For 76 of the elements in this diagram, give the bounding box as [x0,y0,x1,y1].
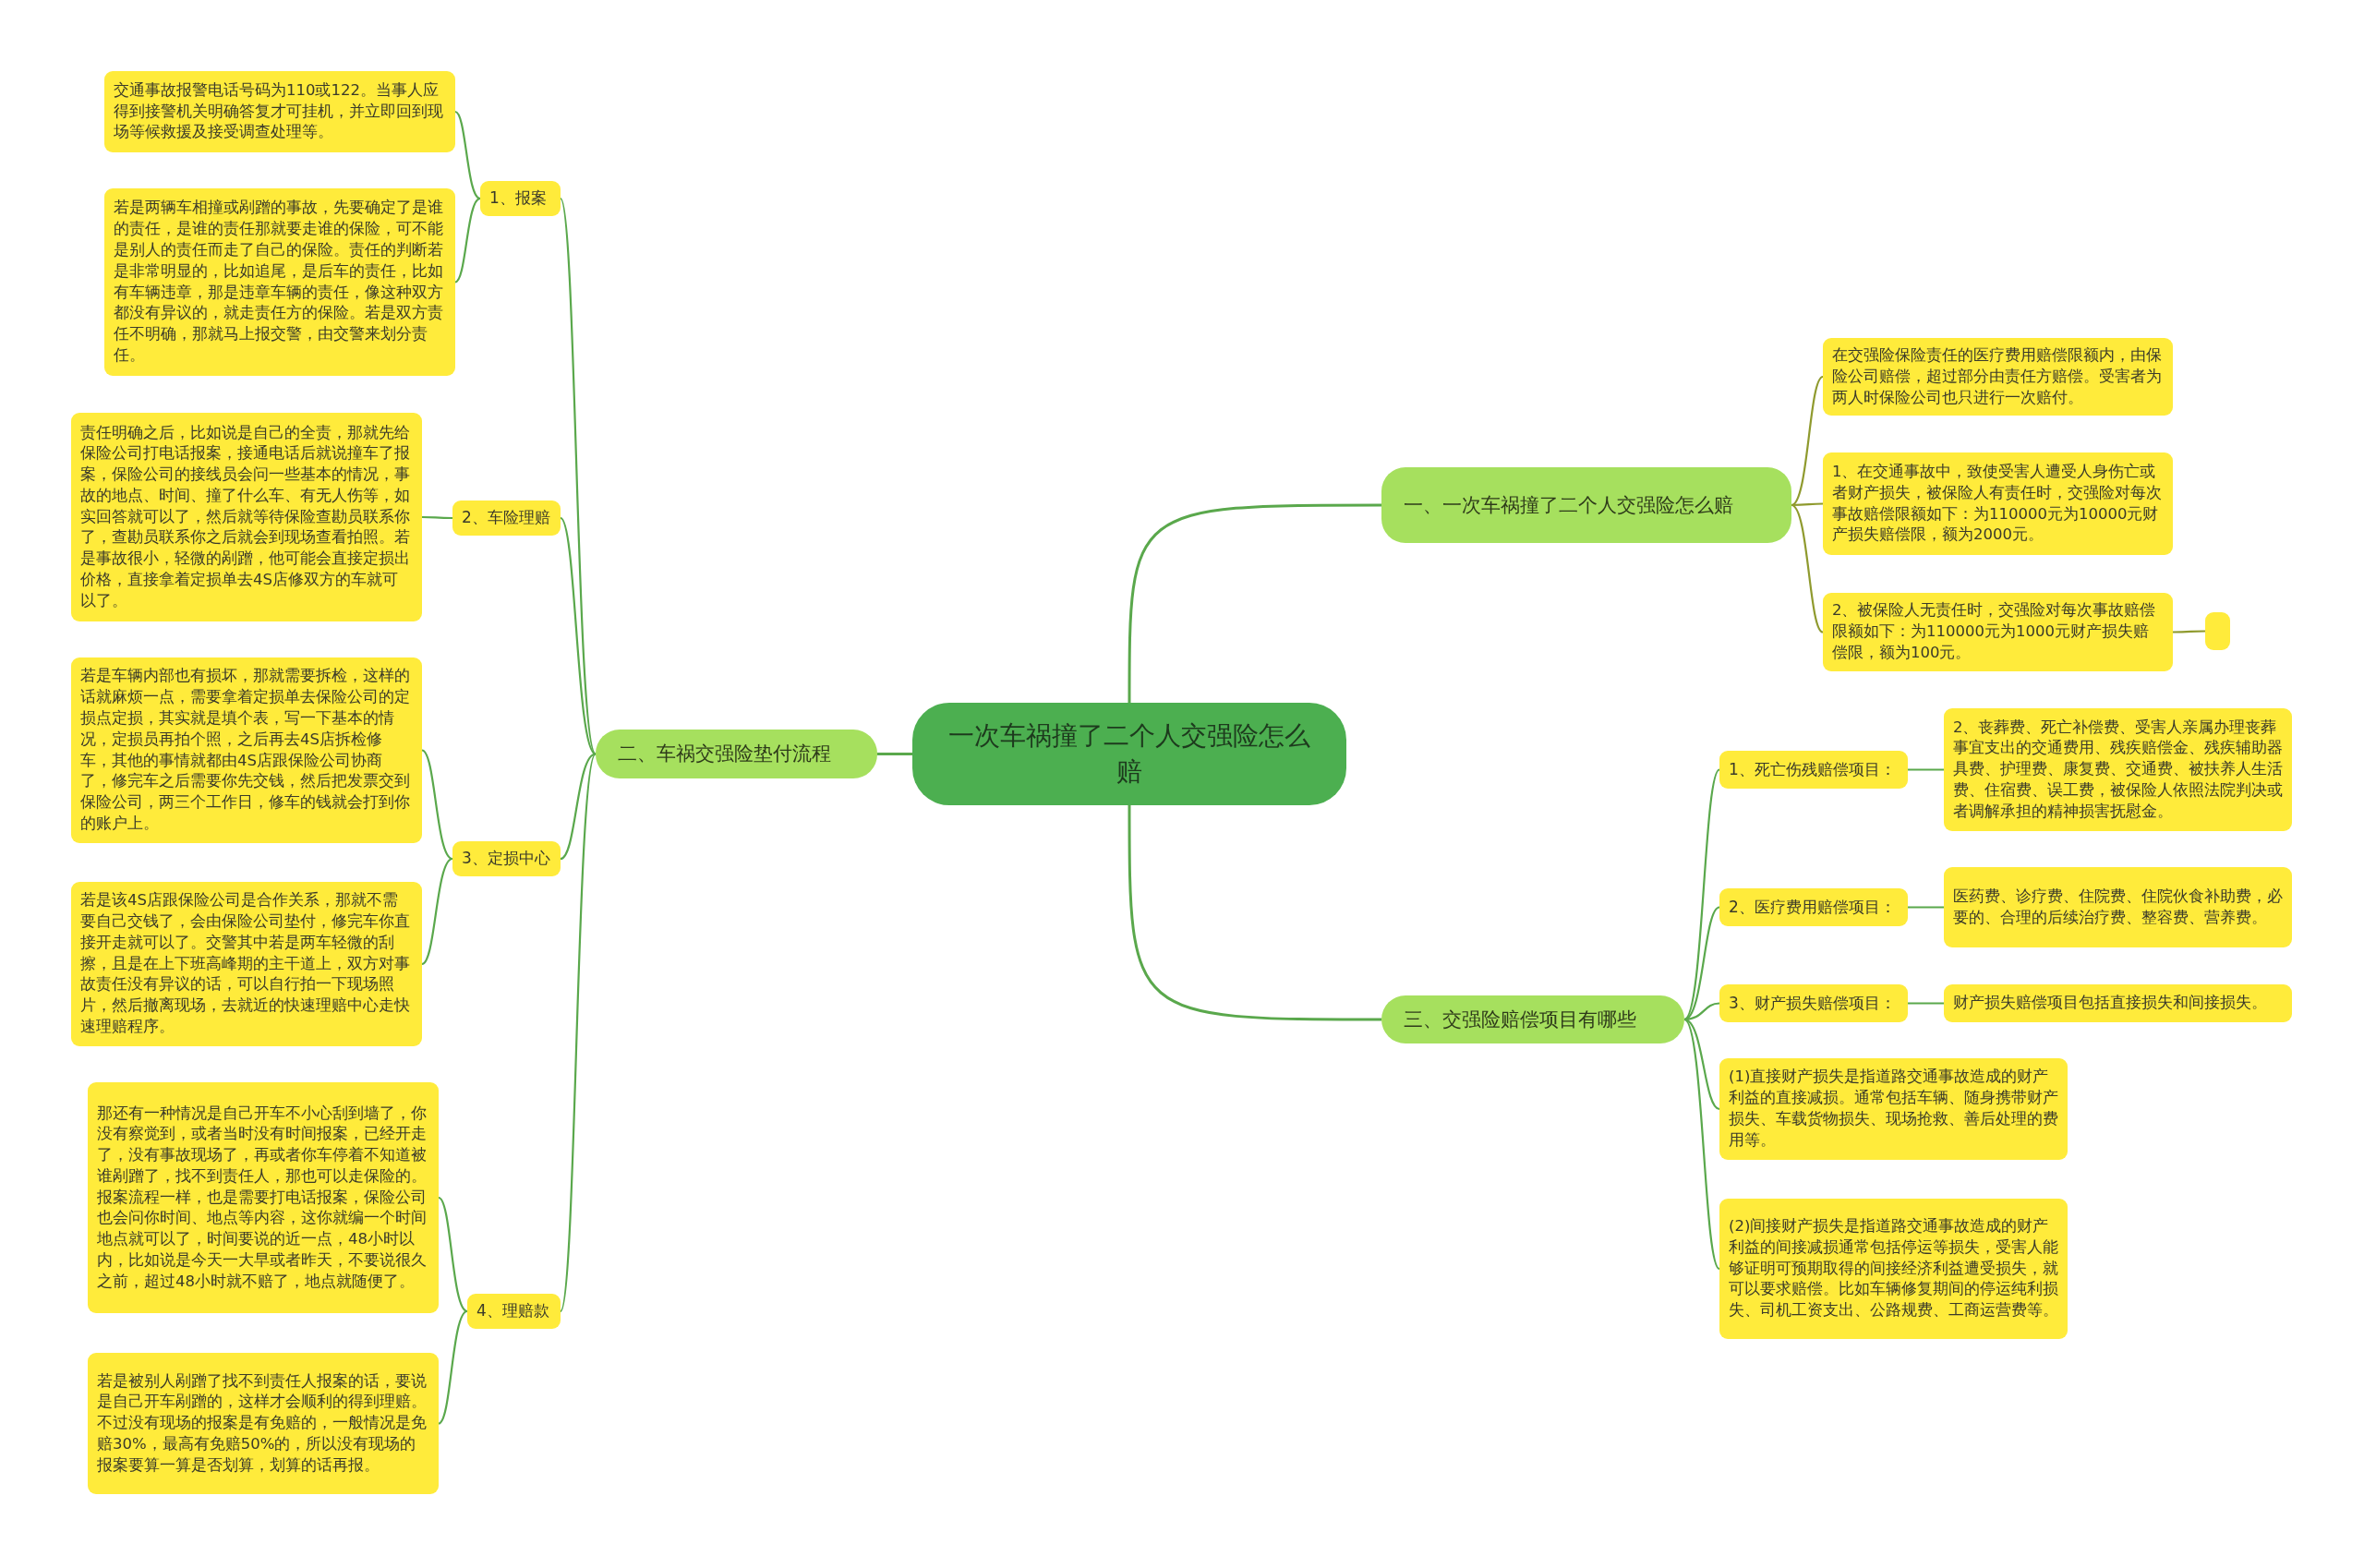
topic-text: 责任明确之后，比如说是自己的全责，那就先给保险公司打电话报案，接通电话后就说撞车了报案，保险公司的接线员会问一些基本的情况，事故的地点、时间、撞了什么车、有无人伤等，如实回答就可以了，然后就等待保险查勘员联系你了，查勘员联系你之后就会到现场查看拍照。若是事故很小，轻微的剐蹭，他可能会直接定损出价格，直接拿着定损单去4S店修双方的车就可以了。 [80,422,411,611]
subtopic-box [1719,984,1908,1022]
connector-line [1683,906,1720,1020]
topic-text: 若是车辆内部也有损坏，那就需要拆检，这样的话就麻烦一点，需要拿着定损单去保险公司的定损点定损，其实就是填个表，写一下基本的情况，定损员再拍个照，之后再去4S店拆检修车，其他的事情就都由4S店跟保险公司协商了，修完车之后需要你先交钱，然后把发票交到保险公司，两三个工作日，修车的钱就会打到你的账户上。 [80,666,411,834]
connector-line [560,753,597,860]
note-box [1823,593,2173,671]
note-box [1944,867,2292,947]
root-topic [912,703,1346,805]
subtopic-box [452,501,561,536]
topic-text: 2、车险理赔 [462,507,550,529]
note-box [71,882,422,1046]
topic-text: 若是两辆车相撞或剐蹭的事故，先要确定了是谁的责任，是谁的责任那就要走谁的保险，可不能是别人的责任而走了自己的保险。责任的判断若是非常明显的，比如追尾，是后车的责任，比如有车辆违章，那是违章车辆的责任，像这种双方都没有异议的，就走责任方的保险。若是双方责任不明确，那就马上报交警，由交警来划分责任。 [114,198,444,366]
topic-text: 1、在交通事故中，致使受害人遭受人身伤亡或者财产损失，被保险人有责任时，交强险对每次事故赔偿限额如下：为110000元为10000元财产损失赔偿限，额为2000元。 [1832,461,2163,546]
topic-text: (1)直接财产损失是指道路交通事故造成的财产利益的直接减损。通常包括车辆、随身携带财产损失、车载货物损失、现场抢救、善后处理的费用等。 [1729,1067,2058,1151]
topic-text: 2、被保险人无责任时，交强险对每次事故赔偿限额如下：为110000元为1000元财产损失赔偿限，额为100元。 [1832,600,2157,663]
topic-text: 若是该4S店跟保险公司是合作关系，那就不需要自己交钱了，会由保险公司垫付，修完车你直接开走就可以了。交警其中若是两车轻微的刮擦，且是在上下班高峰期的主干道上，双方对事故责任没有异议的话，可以自行拍一下现场照片，然后撤离现场，去就近的快速理赔中心走快速理赔程序。 [80,890,411,1037]
connector-line [421,858,453,965]
connector-line [559,754,597,1312]
topic-text: 医药费、诊疗费、住院费、住院伙食补助费，必要的、合理的后续治疗费、整容费、营养费。 [1953,886,2283,928]
connector-line [1791,502,1823,507]
branch-topic [596,730,877,778]
note-box [1944,984,2292,1022]
connector-line [1791,376,1824,506]
connector-line [560,517,597,755]
connector-line [438,1197,468,1312]
connector-line [1908,1002,1944,1005]
note-box [1823,338,2173,416]
branch-topic [1381,995,1684,1043]
topic-text: 三、交强险赔偿项目有哪些 [1404,1007,1636,1032]
subtopic-box [1719,751,1908,789]
topic-text: 4、理赔款 [476,1300,549,1322]
note-box [104,188,455,376]
note-box [1944,708,2292,831]
connector-line [1683,768,1720,1020]
topic-text: 若是被别人剐蹭了找不到责任人报案的话，要说是自己开车剐蹭的，这样才会顺利的得到理赔。不过没有现场的报案是有免赔的，一般情况是免赔30%，最高有免赔50%的，所以没有现场的报案要算一算是否划算，划算的话再报。 [97,1370,428,1476]
subtopic-box [452,841,561,876]
topic-text: 在交强险保险责任的医疗费用赔偿限额内，由保险公司赔偿，超过部分由责任方赔偿。受害者为两人时保险公司也只进行一次赔付。 [1832,345,2163,408]
connector-line [1128,805,1381,1021]
subtopic-box [467,1294,561,1329]
topic-text: 3、定损中心 [462,848,550,870]
topic-text: 财产损失赔偿项目包括直接损失和间接损失。 [1953,993,2267,1014]
topic-text: 二、车祸交强险垫付流程 [618,742,831,766]
subtopic-box [1719,888,1908,926]
connector-line [2173,630,2205,633]
topic-text: 1、报案 [489,187,547,210]
note-box [1719,1199,2068,1339]
topic-text: 那还有一种情况是自己开车不小心刮到墙了，你没有察觉到，或者当时没有时间报案，已经开走了，没有事故现场了，再或者你车停着不知道被谁剐蹭了，找不到责任人，那也可以走保险的。报案流程一样，也是需要打电话报案，保险公司也会问你时间、地点等内容，这你就编一个时间地点就可以了，时间要说的近一点，48小时以内，比如说是今天一大早或者昨天，不要说很久之前，超过48小时就不赔了，地点就随便了。 [97,1103,428,1292]
topic-text: 一、一次车祸撞了二个人交强险怎么赔 [1404,492,1733,518]
connector-line [1683,1019,1720,1270]
topic-text: 2、医疗费用赔偿项目： [1729,896,1896,918]
connector-line [438,1310,468,1425]
note-box [1719,1058,2068,1160]
topic-text: 3、财产损失赔偿项目： [1729,992,1896,1014]
subtopic-box [480,181,561,216]
connector-line [877,753,912,755]
connector-line [1908,906,1944,909]
topic-text: 2、丧葬费、死亡补偿费、受害人亲属办理丧葬事宜支出的交通费用、残疾赔偿金、残疾辅助器具费、护理费、康复费、交通费、被扶养人生活费、住宿费、误工费，被保险人依照法院判决或者调解承担的精神损害抚慰金。 [1953,717,2283,822]
topic-text: 1、死亡伤残赔偿项目： [1729,758,1896,780]
note-box [88,1082,439,1313]
connector-line [559,198,597,754]
connector-line [1791,504,1824,633]
topic-text: 交通事故报警电话号码为110或122。当事人应得到接警机关明确答复才可挂机，并立即回到现场等候救援及接受调查处理等。 [114,79,444,143]
note-box [88,1353,439,1494]
topic-text: (2)间接财产损失是指道路交通事故造成的财产利益的间接减损通常包括停运等损失，受害人能够证明可预期取得的间接经济利益遭受损失，就可以要求赔偿。比如车辆修复期间的停运纯利损失、司机工资支出、公路规费、工商运营费等。 [1729,1216,2058,1321]
connector-line [1683,1018,1720,1110]
connector-line [454,111,481,199]
connector-line [454,198,481,283]
note-box [1823,452,2173,555]
topic-text: 一次车祸撞了二个人交强险怎么赔 [947,718,1311,789]
connector-line [421,749,453,860]
connector-line [1128,503,1381,703]
connector-line [1908,768,1944,771]
note-box [104,71,455,152]
empty-box [2205,612,2230,650]
connector-line [422,515,452,520]
branch-topic [1381,467,1791,543]
